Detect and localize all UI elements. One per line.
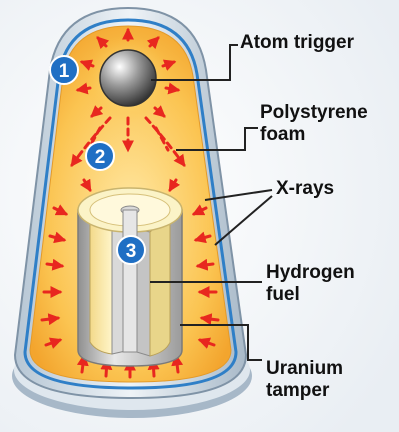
badge-3: 3	[117, 236, 145, 264]
label-x-rays: X-rays	[276, 178, 334, 200]
arrow-icon	[47, 264, 62, 266]
fuel-cylinder	[78, 188, 182, 366]
arrow-icon	[166, 88, 178, 90]
arrow-icon	[78, 88, 90, 90]
atom-trigger-sphere-icon	[100, 50, 156, 106]
svg-text:2: 2	[95, 147, 106, 168]
label-atom-trigger: Atom trigger	[240, 32, 354, 54]
hydrogen-fuel	[90, 214, 112, 354]
label-uranium-tamper: Uranium tamper	[266, 358, 343, 402]
arrow-icon	[198, 264, 213, 266]
badge-1: 1	[50, 56, 78, 84]
arrow-icon	[202, 318, 218, 320]
label-hydrogen-fuel: Hydrogen fuel	[266, 262, 355, 306]
svg-text:3: 3	[126, 241, 137, 262]
arrow-icon	[42, 318, 58, 320]
badge-2: 2	[86, 142, 114, 170]
label-polystyrene-foam: Polystyrene foam	[260, 102, 368, 146]
svg-text:1: 1	[59, 61, 70, 82]
